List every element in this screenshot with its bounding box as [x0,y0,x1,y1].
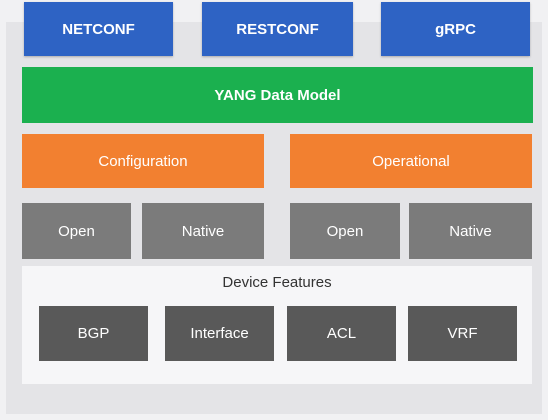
acl-box: ACL [287,306,396,361]
operational-native-box: Native [409,203,532,259]
configuration-open-box: Open [22,203,131,259]
vrf-box: VRF [408,306,517,361]
bgp-box: BGP [39,306,148,361]
device-features-title: Device Features [222,274,332,291]
restconf-box: RESTCONF [202,2,353,56]
interface-box: Interface [165,306,274,361]
yang-data-model-box: YANG Data Model [22,67,533,123]
configuration-native-box: Native [142,203,264,259]
operational-box: Operational [290,134,532,188]
netconf-box: NETCONF [24,2,173,56]
grpc-box: gRPC [381,2,530,56]
configuration-box: Configuration [22,134,264,188]
operational-open-box: Open [290,203,400,259]
